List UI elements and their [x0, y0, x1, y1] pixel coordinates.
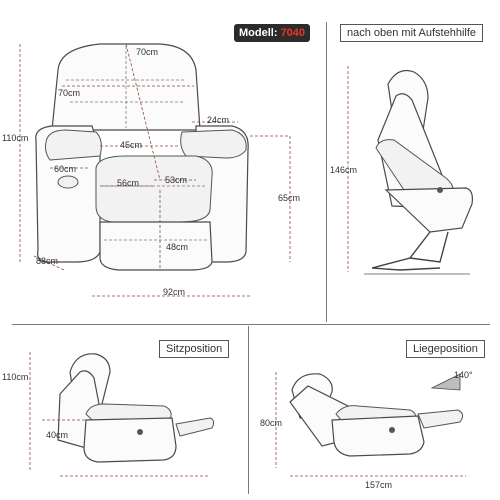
vertical-divider-top [326, 22, 327, 322]
dim-seat-depth: 45cm [120, 140, 143, 150]
vertical-divider-bottom [248, 326, 249, 494]
lying-view-label: Liegeposition [406, 340, 485, 358]
lift-seat [384, 187, 473, 233]
front-left-arm-cushion [45, 129, 102, 161]
lie-footrest [417, 409, 464, 429]
dim-sit-gap: 40cm [46, 430, 69, 440]
dim-seat-width: 56cm [117, 178, 140, 188]
dim-lie-height: 80cm [260, 418, 283, 428]
sitting-view-label: Sitzposition [159, 340, 230, 358]
front-view-dimension-lines [19, 43, 291, 297]
model-badge: Modell: 7040 [234, 24, 311, 42]
front-seat-cushion [95, 155, 213, 223]
dim-seat-height: 48cm [166, 242, 189, 252]
dim-pocket: 60cm [54, 164, 77, 174]
lift-view-chair [364, 69, 473, 275]
model-number: 7040 [280, 27, 306, 39]
horizontal-divider [12, 324, 490, 325]
dim-arm-width: 24cm [207, 115, 230, 125]
model-prefix: Modell: [239, 27, 278, 39]
dim-seat-width2: 53cm [165, 175, 188, 185]
dim-lift-height: 146cm [330, 165, 358, 175]
front-view-chair [35, 43, 249, 271]
dim-lie-length: 157cm [365, 480, 393, 490]
lie-seat [331, 415, 425, 457]
dim-back-width: 70cm [58, 88, 81, 98]
sitting-view-chair [57, 353, 215, 463]
dim-lie-angle: 140° [454, 370, 473, 380]
sit-seat [83, 417, 177, 463]
dim-back-height: 70cm [136, 47, 159, 57]
lift-mechanism [371, 231, 449, 271]
dim-sit-height: 110cm [2, 372, 29, 382]
dim-width-total: 92cm [163, 287, 186, 297]
dim-arm-height: 65cm [278, 193, 301, 203]
lift-view-label: nach oben mit Aufstehhilfe [340, 24, 484, 42]
sit-footrest [175, 417, 215, 437]
front-footrest [99, 221, 213, 271]
dim-depth: 88cm [36, 256, 59, 266]
dim-height-total: 110cm [2, 133, 29, 143]
lying-view-chair [289, 373, 464, 457]
angle-marker [430, 373, 461, 391]
front-right-arm-cushion [180, 129, 247, 159]
front-pocket [57, 175, 79, 189]
